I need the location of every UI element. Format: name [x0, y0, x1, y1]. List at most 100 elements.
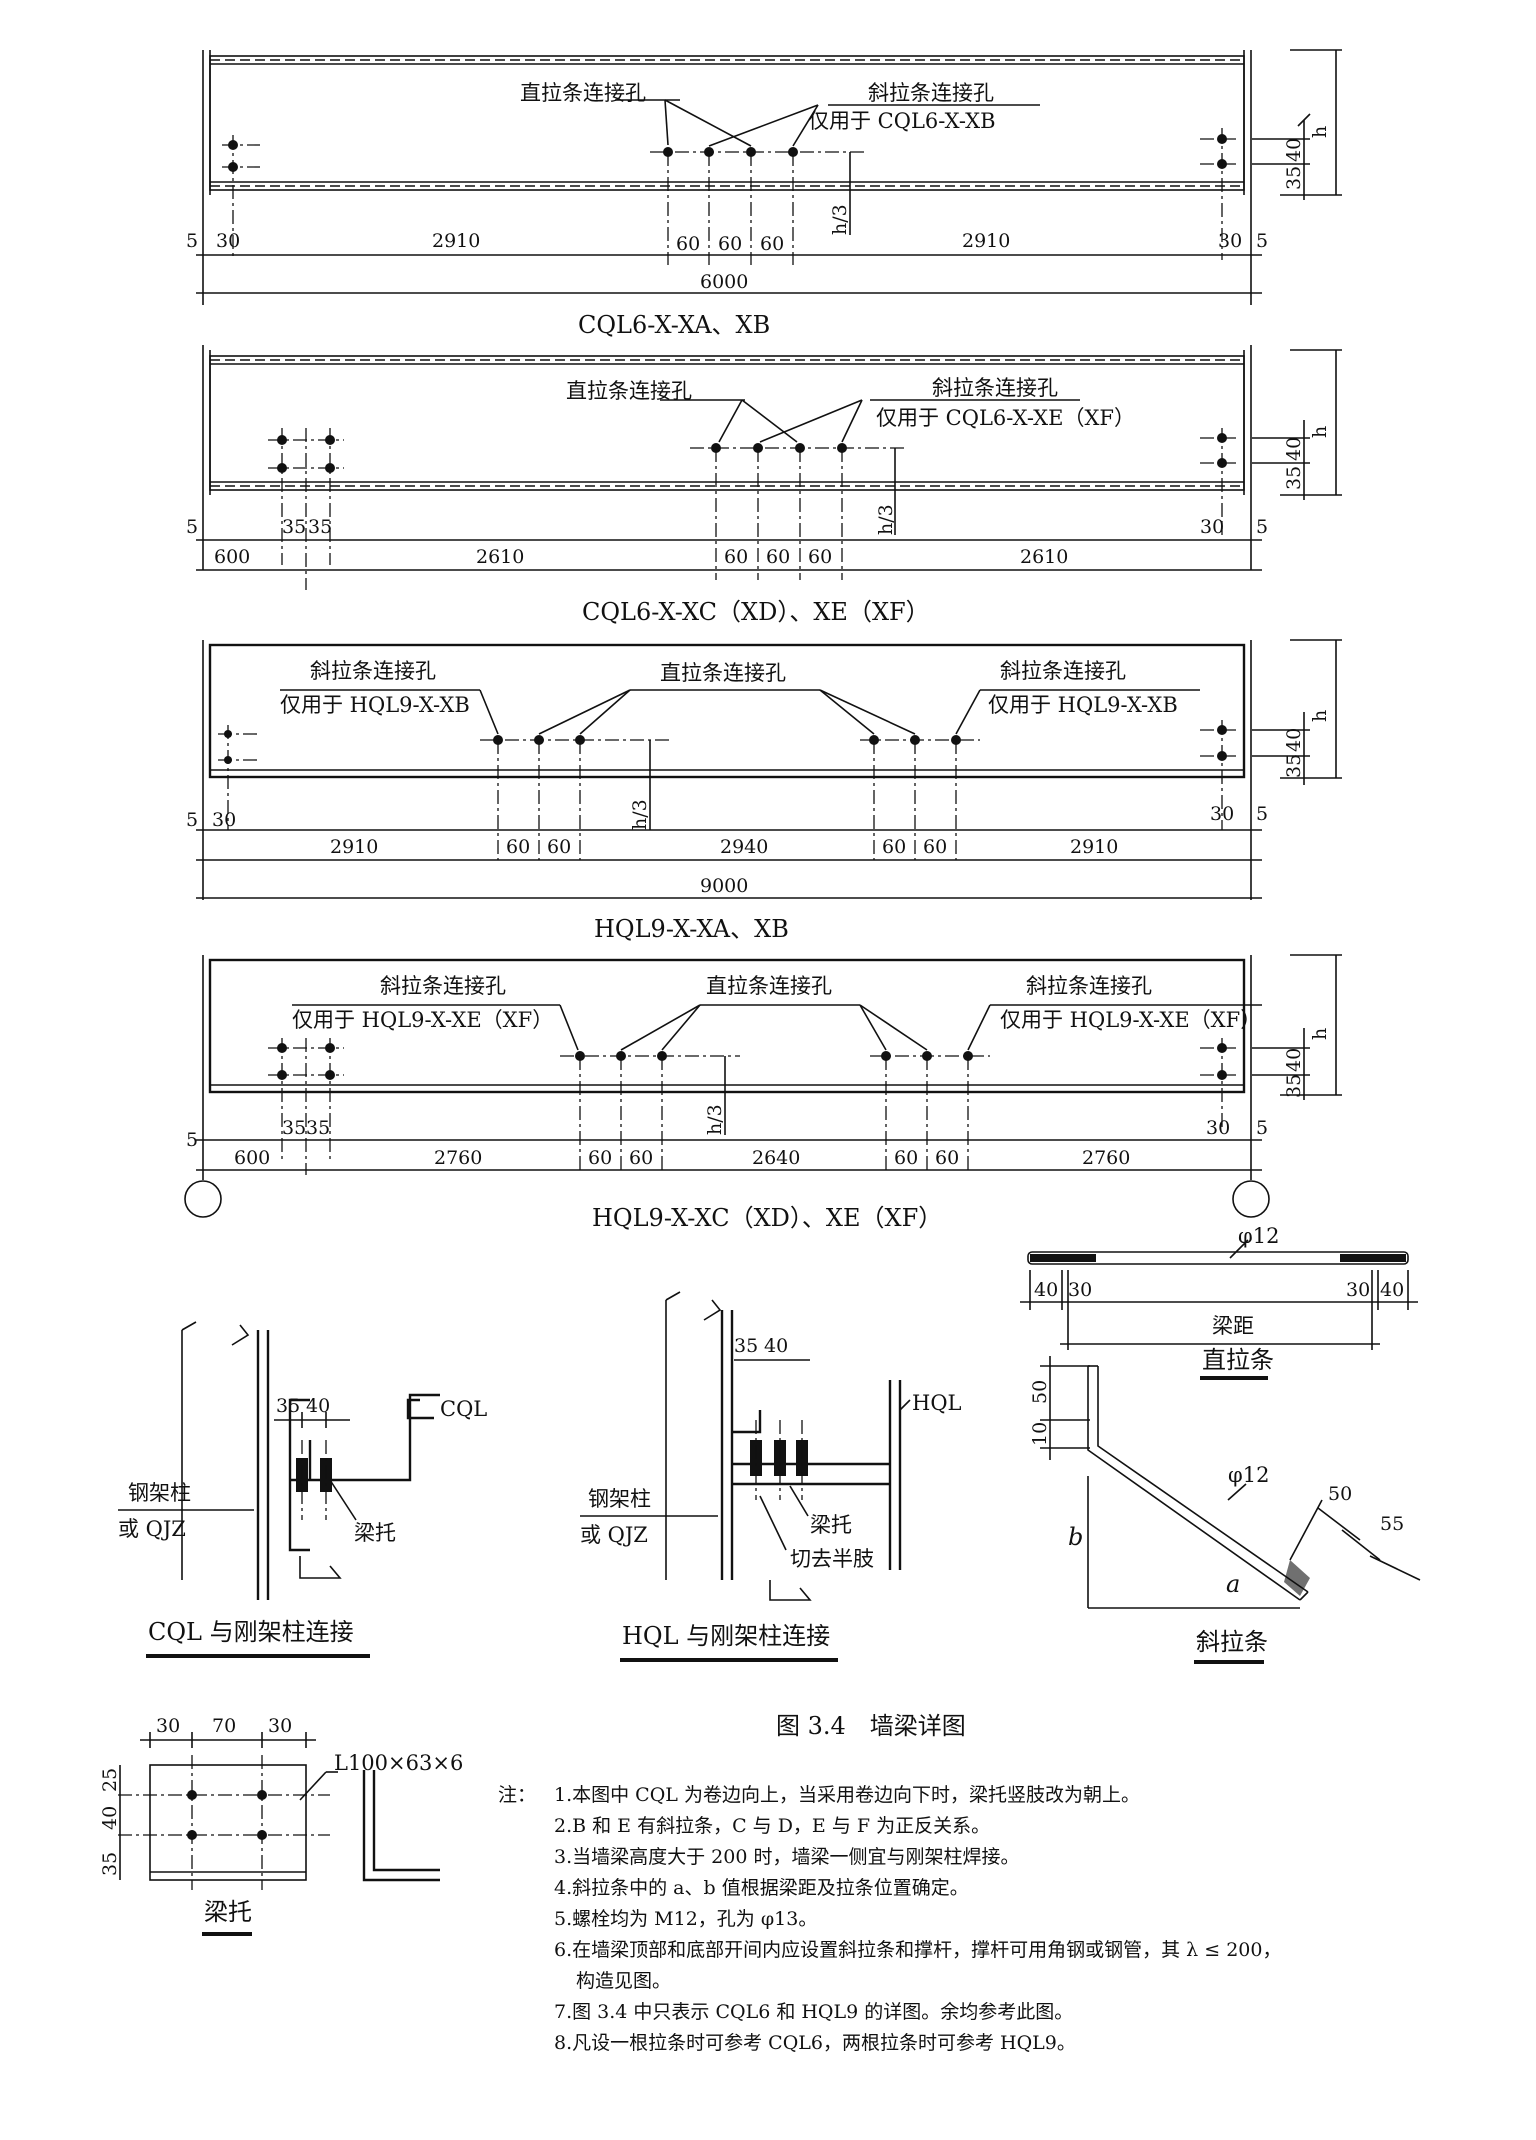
dim-55: 55 — [1380, 1513, 1404, 1535]
panel-title: HQL9-X-XA、XB — [594, 915, 789, 943]
dim-40: 40 — [764, 1335, 788, 1357]
notes-list: 1.本图中 CQL 为卷边向上，当采用卷边向下时，梁托竖肢改为朝上。 2.B 和… — [498, 1780, 1518, 2059]
dim-60-b: 60 — [718, 233, 742, 255]
label-diagonal-usage-note: 仅用于 CQL6-X-XB — [808, 109, 996, 133]
label-h-third: h/3 — [629, 799, 651, 830]
dim-10: 10 — [1029, 1422, 1051, 1446]
label-angle-size: L100×63×6 — [334, 1751, 463, 1775]
label-h-third: h/3 — [875, 504, 897, 535]
dim-60-c: 60 — [808, 546, 832, 568]
label-h-third: h/3 — [829, 204, 851, 235]
label-seat: 梁托 — [354, 1521, 396, 1545]
axis-bubble-right — [1232, 1180, 1270, 1218]
dim-60-b: 60 — [766, 546, 790, 568]
dim-2940: 2940 — [720, 836, 768, 858]
dim-5-left: 5 — [186, 1129, 198, 1151]
dim-40: 40 — [1283, 138, 1305, 162]
dim-2910-right: 2910 — [1070, 836, 1118, 858]
label-cql: CQL — [440, 1397, 487, 1421]
label-phi: φ12 — [1228, 1463, 1269, 1487]
label-diagonal-tie-hole-left: 斜拉条连接孔 — [380, 974, 506, 998]
dim-h: h — [1309, 710, 1331, 722]
label-diagonal-usage-note: 仅用于 CQL6-X-XE（XF） — [876, 406, 1135, 430]
dim-30-right: 30 — [1210, 803, 1234, 825]
detail-title: CQL 与刚架柱连接 — [148, 1618, 354, 1646]
dim-60-d: 60 — [923, 836, 947, 858]
dim-60-a: 60 — [506, 836, 530, 858]
dim-40: 40 — [306, 1395, 330, 1417]
label-seat: 梁托 — [810, 1513, 852, 1537]
label-diagonal-usage-right: 仅用于 HQL9-X-XE（XF） — [1000, 1008, 1261, 1032]
label-column-or: 或 QJZ — [118, 1517, 186, 1541]
dim-60-b: 60 — [547, 836, 571, 858]
label-diagonal-usage-right: 仅用于 HQL9-X-XB — [988, 693, 1178, 717]
label-diagonal-usage-left: 仅用于 HQL9-X-XB — [280, 693, 470, 717]
dim-total: 9000 — [700, 875, 748, 897]
panel-cql6-xa-xb: 直拉条连接孔 斜拉条连接孔 仅用于 CQL6-X-XB h/3 h 40 35 … — [186, 49, 1342, 339]
dim-2910-left: 2910 — [432, 230, 480, 252]
dim-5-right: 5 — [1256, 516, 1268, 538]
panel-title: HQL9-X-XC（XD）、XE（XF） — [592, 1204, 942, 1232]
dim-35: 35 — [276, 1395, 300, 1417]
note-item: 5.螺栓均为 M12，孔为 φ13。 — [554, 1908, 818, 1930]
dim-30-right: 30 — [1346, 1279, 1370, 1301]
panel-hql9-xc-xe: 斜拉条连接孔 仅用于 HQL9-X-XE（XF） 直拉条连接孔 斜拉条连接孔 仅… — [184, 954, 1342, 1232]
dim-35-a: 35 — [282, 1117, 306, 1139]
dim-h: h — [1309, 426, 1331, 438]
detail-title: 斜拉条 — [1196, 1628, 1268, 1656]
dim-60-c: 60 — [882, 836, 906, 858]
dim-5-right: 5 — [1256, 803, 1268, 825]
dim-40: 40 — [1283, 437, 1305, 461]
notes-block: 注： 1.本图中 CQL 为卷边向上，当采用卷边向下时，梁托竖肢改为朝上。 2.… — [498, 1780, 1518, 2059]
label-column-or: 或 QJZ — [580, 1523, 648, 1547]
dim-60-c: 60 — [760, 233, 784, 255]
dim-30-right: 30 — [1200, 516, 1224, 538]
detail-title: 梁托 — [204, 1898, 252, 1926]
dim-35: 35 — [1283, 466, 1305, 490]
dim-h: h — [1309, 126, 1331, 138]
dim-70: 70 — [212, 1715, 236, 1737]
label-beam-spacing: 梁距 — [1212, 1314, 1254, 1338]
axis-bubble-left — [184, 1180, 222, 1218]
dim-40: 40 — [1283, 1048, 1305, 1072]
note-item: 1.本图中 CQL 为卷边向上，当采用卷边向下时，梁托竖肢改为朝上。 — [554, 1784, 1140, 1806]
dim-60-b: 60 — [629, 1147, 653, 1169]
note-item: 3.当墙梁高度大于 200 时，墙梁一侧宜与刚架柱焊接。 — [554, 1846, 1020, 1868]
note-item: 构造见图。 — [576, 1970, 672, 1992]
note-item: 4.斜拉条中的 a、b 值根据梁距及拉条位置确定。 — [554, 1877, 969, 1899]
dim-h: h — [1309, 1028, 1331, 1040]
note-item: 6.在墙梁顶部和底部开间内应设置斜拉条和撑杆，撑杆可用角钢或钢管，其 λ ≤ 2… — [554, 1939, 1282, 1961]
panel-cql6-xc-xe: 直拉条连接孔 斜拉条连接孔 仅用于 CQL6-X-XE（XF） h/3 h 40… — [186, 345, 1342, 626]
note-item: 7.图 3.4 中只表示 CQL6 和 HQL9 的详图。余均参考此图。 — [554, 2001, 1074, 2023]
panel-title: CQL6-X-XC（XD）、XE（XF） — [582, 598, 930, 626]
dim-60-a: 60 — [724, 546, 748, 568]
dim-35: 35 — [1283, 1074, 1305, 1098]
label-b: b — [1068, 1523, 1083, 1551]
dim-30-left: 30 — [212, 809, 236, 831]
dim-5-left: 5 — [186, 809, 198, 831]
label-column: 钢架柱 — [588, 1487, 651, 1511]
dim-2910-left: 2910 — [330, 836, 378, 858]
dim-2640: 2640 — [752, 1147, 800, 1169]
dim-2610-right: 2610 — [1020, 546, 1068, 568]
label-straight-tie-hole: 直拉条连接孔 — [660, 661, 786, 685]
note-item: 2.B 和 E 有斜拉条，C 与 D，E 与 F 为正反关系。 — [554, 1815, 991, 1837]
dim-30-right: 30 — [268, 1715, 292, 1737]
label-straight-tie-hole: 直拉条连接孔 — [520, 81, 646, 105]
dim-5-right: 5 — [1256, 230, 1268, 252]
dim-30-left: 30 — [156, 1715, 180, 1737]
note-item: 8.凡设一根拉条时可参考 CQL6，两根拉条时可参考 HQL9。 — [554, 2032, 1076, 2054]
dim-35-b: 35 — [308, 516, 332, 538]
panel-title: CQL6-X-XA、XB — [578, 311, 770, 339]
dim-35: 35 — [734, 1335, 758, 1357]
dim-2910-right: 2910 — [962, 230, 1010, 252]
label-straight-tie-hole: 直拉条连接孔 — [566, 379, 692, 403]
dim-30-right: 30 — [1206, 1117, 1230, 1139]
dim-40: 40 — [1283, 728, 1305, 752]
dim-35: 35 — [1283, 166, 1305, 190]
dim-30-left: 30 — [216, 230, 240, 252]
dim-5-left: 5 — [186, 516, 198, 538]
label-diagonal-tie-hole: 斜拉条连接孔 — [932, 376, 1058, 400]
label-diagonal-usage-left: 仅用于 HQL9-X-XE（XF） — [292, 1008, 553, 1032]
